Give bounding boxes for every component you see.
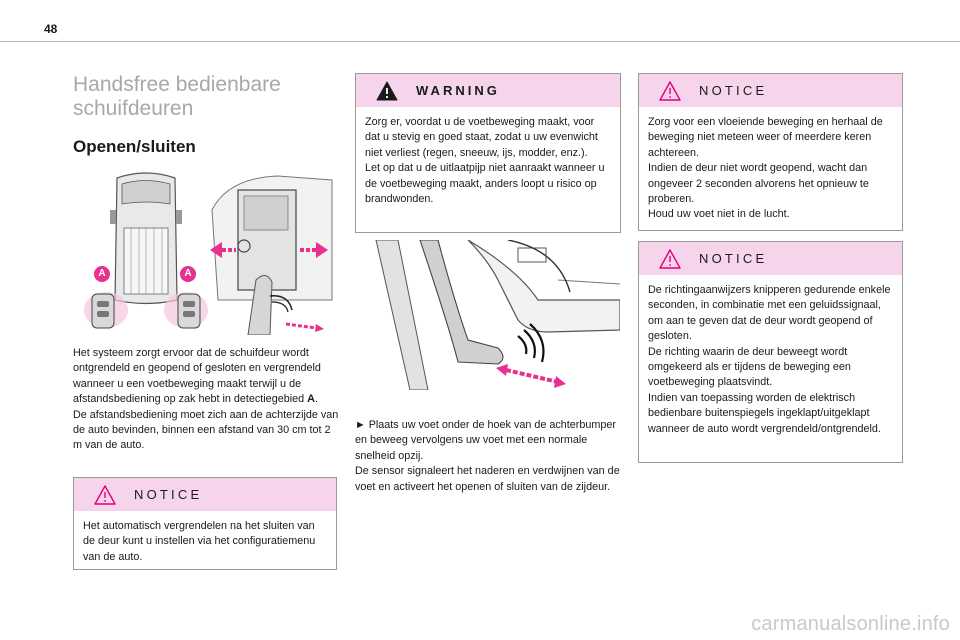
detection-zone-reference: A <box>307 393 315 406</box>
step-marker-icon: ► <box>355 419 366 431</box>
warning-triangle-icon <box>659 80 681 101</box>
warning-triangle-icon <box>659 248 681 269</box>
warning-triangle-icon <box>94 484 116 505</box>
step-instruction: ► Plaats uw voet onder de hoek van de ac… <box>355 419 620 493</box>
notice-text: Het automatisch vergrendelen na het slui… <box>83 520 316 563</box>
footer-watermark: carmanualsonline.info <box>751 613 950 635</box>
notice-header: NOTICE <box>639 74 902 107</box>
header-divider <box>0 41 960 42</box>
notice-label: NOTICE <box>699 83 768 98</box>
van-top-view-illustration <box>84 170 208 335</box>
page-number: 48 <box>44 22 58 36</box>
warning-label: WARNING <box>416 83 500 98</box>
section-title: Handsfree bedienbare schuifdeuren <box>73 73 281 120</box>
callout-a-right <box>180 266 196 282</box>
warning-triangle-icon <box>376 81 398 100</box>
notice-text: Zorg voor een vloeiende beweging en herh… <box>648 116 883 221</box>
callout-a-left <box>94 266 110 282</box>
notice-box-right-1: NOTICE Zorg voor een vloeiende beweging … <box>638 73 903 231</box>
notice-label: NOTICE <box>699 251 768 266</box>
notice-header: NOTICE <box>639 242 902 275</box>
callout-a-label-left: A <box>98 268 106 279</box>
notice-box-right-2: NOTICE De richtingaanwijzers knipperen g… <box>638 241 903 463</box>
warning-text: Zorg er, voordat u de voetbeweging maakt… <box>365 116 605 206</box>
callout-a-label-right: A <box>184 268 192 279</box>
intro-paragraph: Het systeem zorgt ervoor dat de schuifde… <box>73 347 339 452</box>
foot-gesture-illustration <box>375 240 620 390</box>
notice-label: NOTICE <box>134 487 203 502</box>
van-side-door-illustration <box>210 175 333 335</box>
warning-header: WARNING <box>356 74 620 107</box>
warning-box: WARNING Zorg er, voordat u de voetbewegi… <box>355 73 621 233</box>
notice-header: NOTICE <box>74 478 336 511</box>
notice-text: De richtingaanwijzers knipperen gedurend… <box>648 284 891 435</box>
notice-box-left: NOTICE Het automatisch vergrendelen na h… <box>73 477 337 570</box>
subsection-title: Openen/sluiten <box>73 137 196 156</box>
